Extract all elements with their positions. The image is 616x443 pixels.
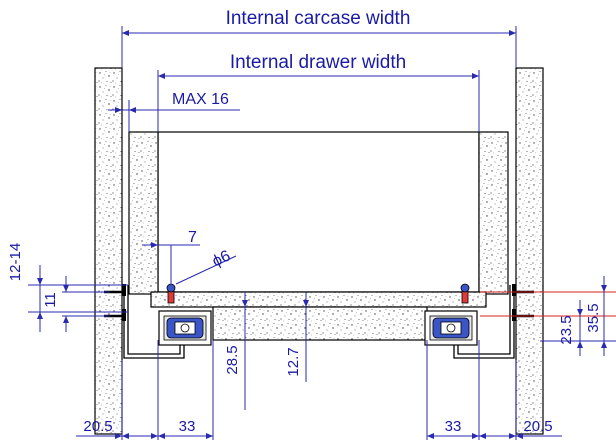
inner-vertical-dimensions: 28.5 12.7 xyxy=(224,292,309,410)
carcase-width-label: Internal carcase width xyxy=(226,8,411,29)
dim-7-label: 7 xyxy=(188,229,197,246)
drawer-bottom xyxy=(150,291,487,308)
drawer-back-lower xyxy=(212,306,428,341)
drawer-back-panel xyxy=(157,131,480,293)
dim-20-5-right-label: 20.5 xyxy=(523,418,552,435)
dim-33-right-label: 33 xyxy=(445,418,462,435)
right-vertical-dimensions: 23.5 35.5 xyxy=(480,276,616,356)
carcase-width-dimension: Internal carcase width xyxy=(121,8,517,68)
dim-35-5-label: 35.5 xyxy=(585,303,602,332)
dim-phi6-label: ϕ6 xyxy=(210,247,233,270)
dim-12-7-label: 12.7 xyxy=(285,347,302,376)
drawer-width-label: Internal drawer width xyxy=(230,52,406,73)
max16-dimension: MAX 16 xyxy=(108,91,240,132)
max16-label: MAX 16 xyxy=(172,91,229,108)
dim-23-5-label: 23.5 xyxy=(558,315,575,344)
right-runner xyxy=(424,283,534,359)
bottom-horizontal-dimensions: 20.5 33 33 20.5 xyxy=(76,340,562,440)
dim-12-14-label: 12-14 xyxy=(7,243,24,281)
dim-11-label: 11 xyxy=(42,292,59,308)
drawer-width-dimension: Internal drawer width xyxy=(157,52,480,132)
dim-33-left-label: 33 xyxy=(179,418,196,435)
right-drawer-side xyxy=(478,131,509,295)
pin-dimensions: 7 ϕ6 xyxy=(142,229,237,285)
dim-20-5-left-label: 20.5 xyxy=(83,418,112,435)
right-carcase-wall xyxy=(515,67,544,435)
dim-28-5-label: 28.5 xyxy=(224,345,241,374)
left-drawer-side xyxy=(128,131,159,295)
left-carcase-wall xyxy=(94,67,123,435)
left-vertical-dimensions: 12-14 11 xyxy=(7,243,128,332)
left-runner xyxy=(104,283,212,359)
